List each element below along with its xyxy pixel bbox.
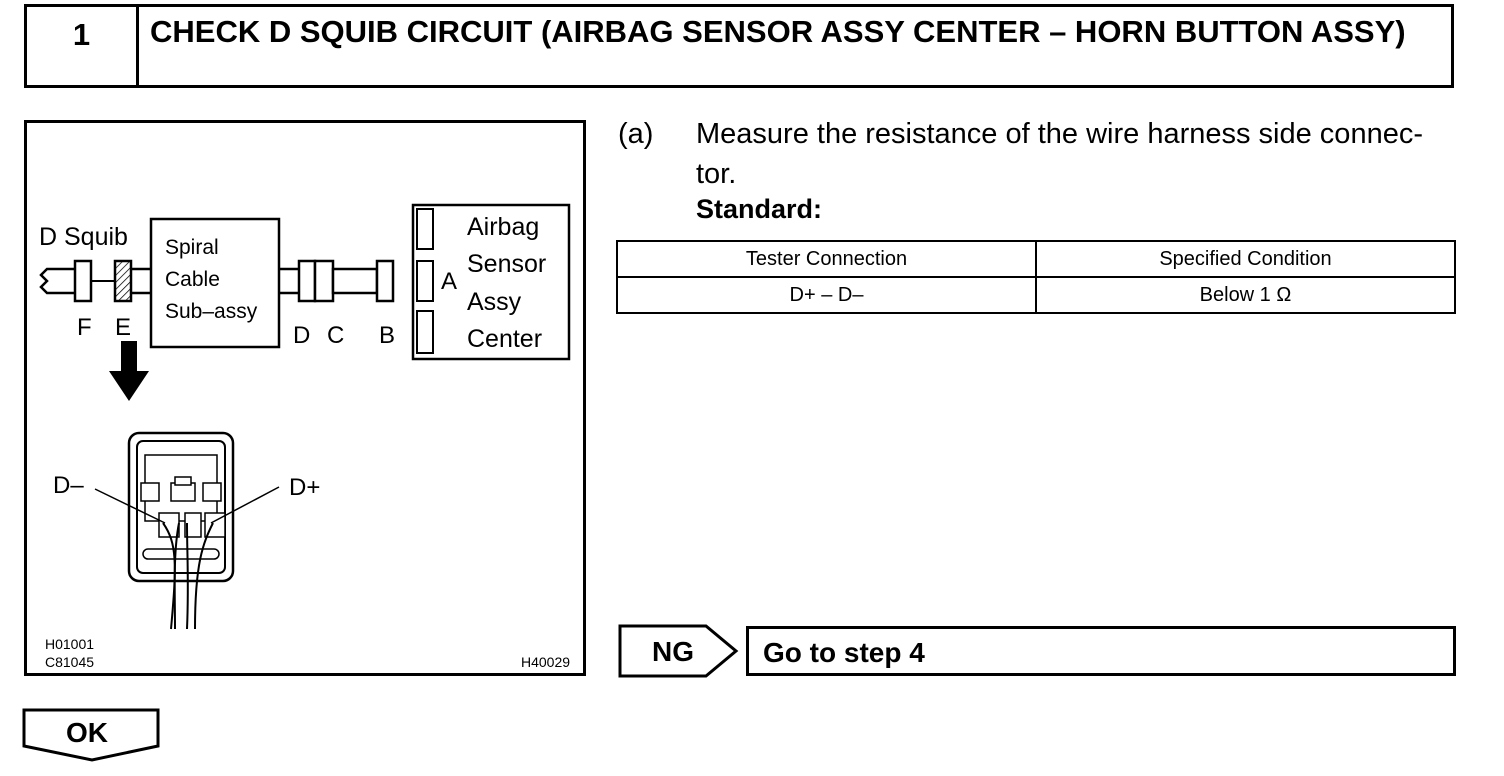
connector-b bbox=[375, 259, 395, 303]
down-arrow-icon bbox=[109, 341, 149, 401]
label-f: F bbox=[77, 314, 92, 341]
label-c: C bbox=[327, 322, 344, 349]
step-header: 1 CHECK D SQUIB CIRCUIT (AIRBAG SENSOR A… bbox=[24, 4, 1454, 88]
table-header-cell: Tester Connection bbox=[616, 240, 1037, 278]
spiral-label-1: Spiral bbox=[165, 236, 219, 259]
ng-action: Go to step 4 bbox=[746, 626, 1456, 676]
airbag-label-3: Assy bbox=[467, 288, 522, 316]
connector-c bbox=[313, 259, 335, 303]
spiral-cable-box bbox=[149, 217, 281, 349]
step-title: CHECK D SQUIB CIRCUIT (AIRBAG SENSOR ASS… bbox=[150, 14, 1406, 49]
label-b: B bbox=[379, 322, 395, 349]
spec-table: Tester Connection Specified Condition D+… bbox=[616, 240, 1456, 314]
airbag-sensor-box bbox=[411, 203, 571, 361]
label-d: D bbox=[293, 322, 310, 349]
instruction-tag: (a) bbox=[618, 118, 654, 150]
spiral-label-2: Cable bbox=[165, 268, 220, 291]
ng-label: NG bbox=[652, 636, 694, 667]
connector-d bbox=[297, 259, 317, 303]
table-cell: D+ – D– bbox=[616, 276, 1037, 314]
label-e: E bbox=[115, 314, 131, 341]
d-squib-label: D Squib bbox=[39, 223, 128, 251]
table-row: D+ – D– Below 1 Ω bbox=[616, 276, 1456, 314]
figure-code-3: H40029 bbox=[521, 654, 570, 670]
ok-label: OK bbox=[66, 717, 108, 748]
connector-diagram: D Squib F E Spiral Cable Sub–assy D C B … bbox=[24, 120, 586, 676]
standard-label: Standard: bbox=[696, 194, 823, 224]
label-a: A bbox=[441, 268, 457, 295]
airbag-label-2: Sensor bbox=[467, 250, 546, 278]
step-number: 1 bbox=[27, 7, 139, 85]
d-plus-label: D+ bbox=[289, 474, 320, 501]
ng-badge: NG bbox=[618, 624, 740, 683]
spiral-label-3: Sub–assy bbox=[165, 300, 258, 323]
table-cell: Below 1 Ω bbox=[1035, 276, 1456, 314]
ok-badge: OK bbox=[22, 708, 162, 767]
figure-code-2: C81045 bbox=[45, 654, 94, 670]
airbag-label-1: Airbag bbox=[467, 213, 539, 241]
table-header-row: Tester Connection Specified Condition bbox=[616, 240, 1456, 278]
airbag-label-4: Center bbox=[467, 325, 542, 353]
squib-plug bbox=[39, 267, 75, 295]
figure-code-1: H01001 bbox=[45, 636, 94, 652]
connector-face bbox=[94, 431, 280, 630]
connector-e bbox=[113, 259, 133, 303]
connector-f bbox=[73, 259, 93, 303]
table-header-cell: Specified Condition bbox=[1035, 240, 1456, 278]
instruction-text: Measure the resistance of the wire harne… bbox=[696, 118, 1423, 190]
d-minus-label: D– bbox=[53, 472, 84, 499]
wire-harness bbox=[331, 267, 379, 295]
